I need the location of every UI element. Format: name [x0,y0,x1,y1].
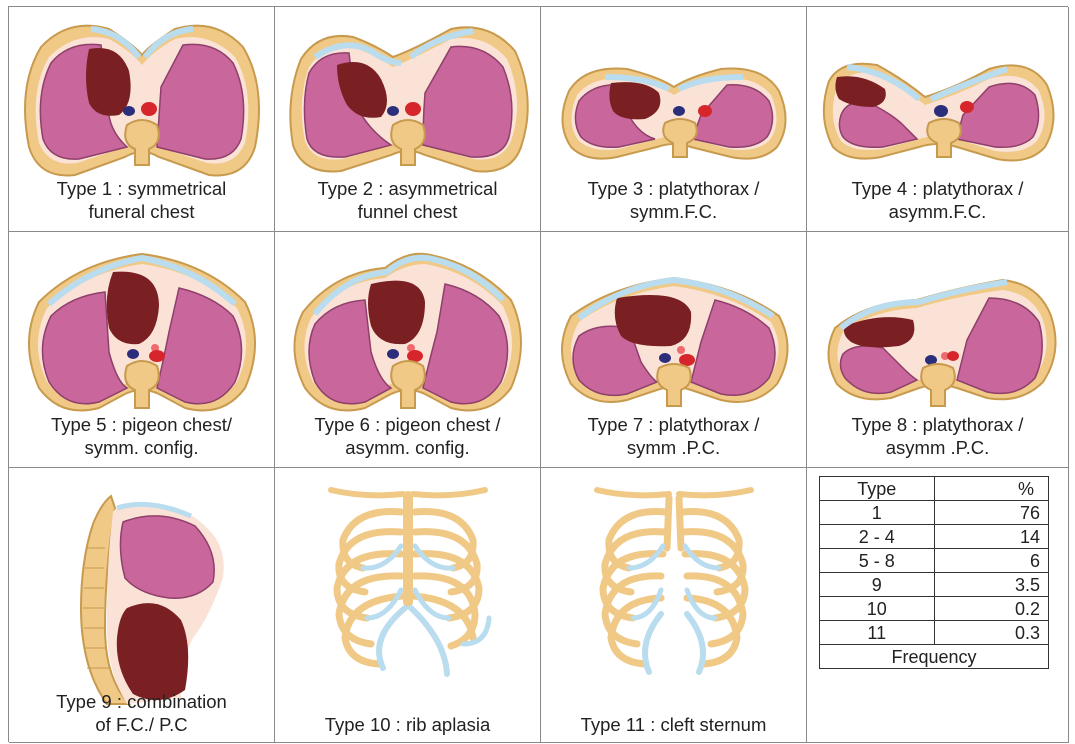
cell-type: 2 - 4 [820,525,935,549]
panel-type-3: Type 3 : platythorax / symm.F.C. [541,7,807,232]
panel-caption: Type 1 : symmetrical funeral chest [9,177,274,223]
table-header-row: Type % [820,477,1049,501]
panel-type-7: Type 7 : platythorax / symm .P.C. [541,232,807,468]
cell-type: 5 - 8 [820,549,935,573]
cell-type: 11 [820,621,935,645]
panel-caption: Type 4 : platythorax / asymm.F.C. [807,177,1068,223]
header-percent: % [934,477,1049,501]
table-footer-row: Frequency [820,645,1049,669]
ribcage-type-10 [275,468,541,743]
table-row: 1 76 [820,501,1049,525]
panel-caption: Type 11 : cleft sternum [541,713,806,736]
cell-percent: 0.3 [934,621,1049,645]
panel-type-11: Type 11 : cleft sternum [541,468,807,743]
panel-type-9: Type 9 : combination of F.C./ P.C [9,468,275,743]
table-row: 2 - 4 14 [820,525,1049,549]
header-type: Type [820,477,935,501]
panel-type-6: Type 6 : pigeon chest / asymm. config. [275,232,541,468]
panel-type-1: Type 1 : symmetrical funeral chest [9,7,275,232]
cell-percent: 14 [934,525,1049,549]
cell-percent: 0.2 [934,597,1049,621]
panel-type-2: Type 2 : asymmetrical funnel chest [275,7,541,232]
panel-type-4: Type 4 : platythorax / asymm.F.C. [807,7,1069,232]
cell-type: 1 [820,501,935,525]
table-footer-label: Frequency [820,645,1049,669]
cell-percent: 6 [934,549,1049,573]
cell-percent: 3.5 [934,573,1049,597]
panel-type-5: Type 5 : pigeon chest/ symm. config. [9,232,275,468]
panel-caption: Type 8 : platythorax / asymm .P.C. [807,413,1068,459]
panel-caption: Type 2 : asymmetrical funnel chest [275,177,540,223]
ribcage-type-11 [541,468,807,743]
panel-caption: Type 5 : pigeon chest/ symm. config. [9,413,274,459]
panel-caption: Type 7 : platythorax / symm .P.C. [541,413,806,459]
table-row: 10 0.2 [820,597,1049,621]
cell-type: 9 [820,573,935,597]
panel-caption: Type 10 : rib aplasia [275,713,540,736]
panel-caption: Type 3 : platythorax / symm.F.C. [541,177,806,223]
panel-type-10: Type 10 : rib aplasia [275,468,541,743]
cell-percent: 76 [934,501,1049,525]
table-row: 9 3.5 [820,573,1049,597]
frequency-table-panel: Type % 1 76 2 - 4 14 5 - 8 6 9 3.5 10 0.… [807,468,1069,743]
panel-caption: Type 9 : combination of F.C./ P.C [9,690,274,736]
panel-type-8: Type 8 : platythorax / asymm .P.C. [807,232,1069,468]
panel-caption: Type 6 : pigeon chest / asymm. config. [275,413,540,459]
table-row: 5 - 8 6 [820,549,1049,573]
cell-type: 10 [820,597,935,621]
chest-wall-deformity-figure: Type 1 : symmetrical funeral chest Type … [8,6,1068,742]
table-row: 11 0.3 [820,621,1049,645]
frequency-table: Type % 1 76 2 - 4 14 5 - 8 6 9 3.5 10 0.… [819,476,1049,669]
